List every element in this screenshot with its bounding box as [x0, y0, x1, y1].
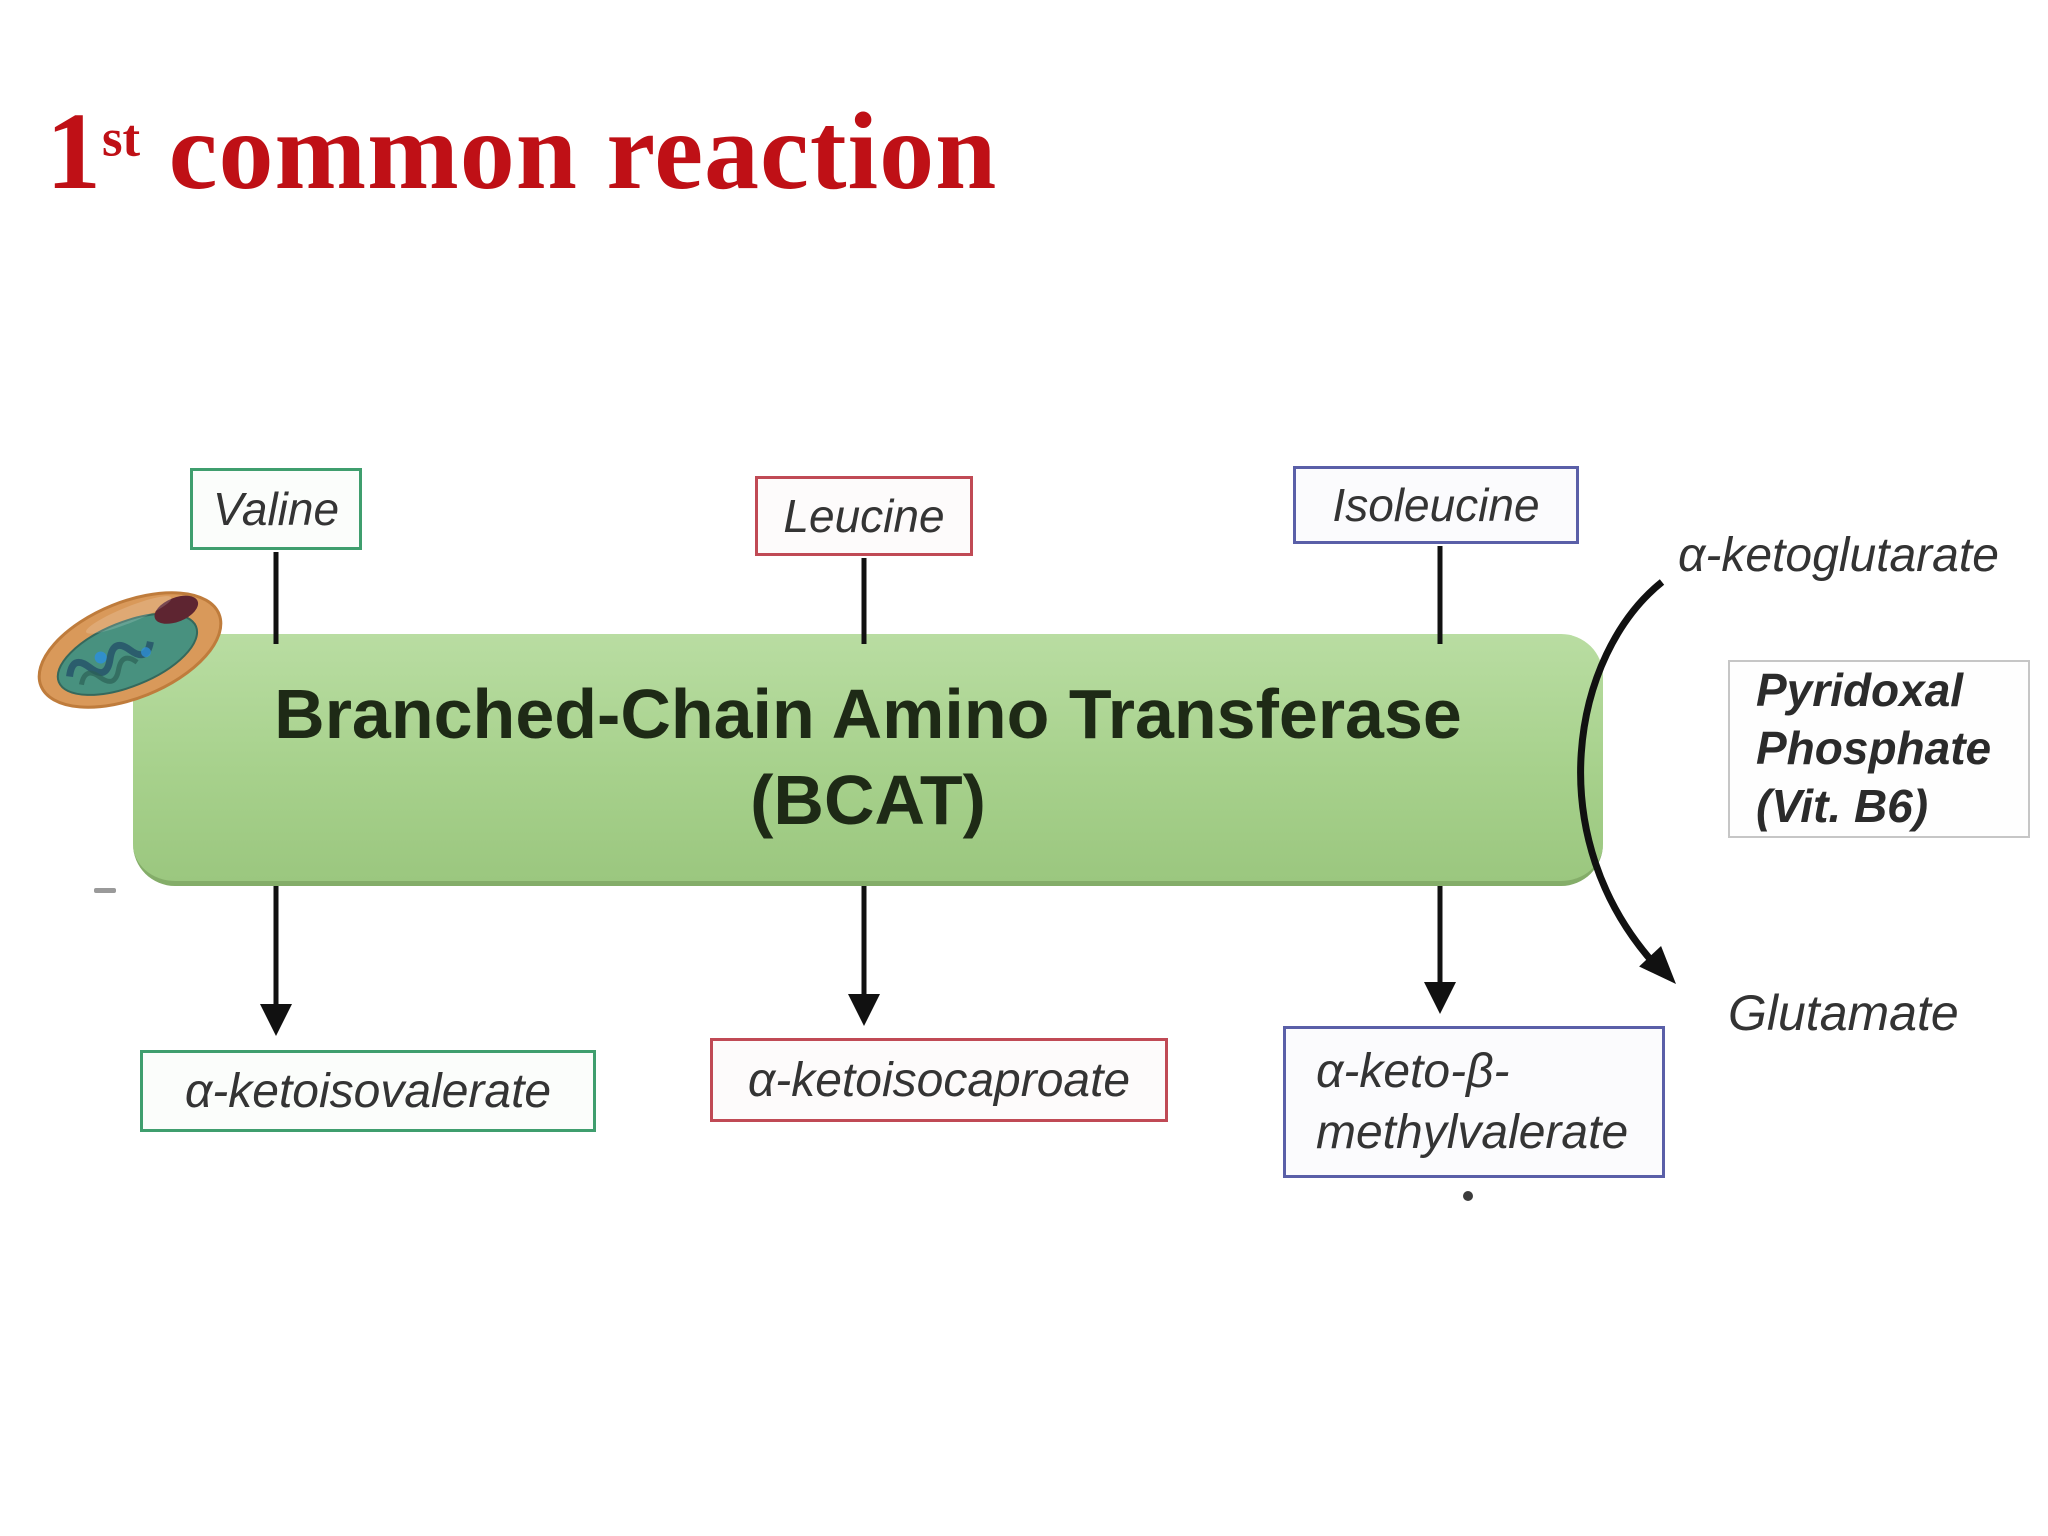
substrate-box-valine: Valine — [190, 468, 362, 550]
arrowhead-icon — [1639, 945, 1676, 984]
product-box-ketoisovalerate: α-ketoisovalerate — [140, 1050, 596, 1132]
product-box-ketomethylvalerate: α-keto-β- methylvalerate — [1283, 1026, 1665, 1178]
enzyme-name-line2: (BCAT) — [750, 760, 986, 839]
arrow-down-ketoisovalerate — [260, 886, 292, 1036]
product-label-ketoisovalerate: α-ketoisovalerate — [184, 1064, 552, 1118]
cofactor-line2: Phosphate — [1756, 722, 1992, 775]
arrow-down-ketoisocaproate — [848, 886, 880, 1026]
title-number: 1 — [46, 90, 102, 212]
alpha-ketoglutarate-label: α-ketoglutarate — [1678, 529, 1999, 582]
product-box-ketoisocaproate: α-ketoisocaproate — [710, 1038, 1168, 1122]
cofactor-line3: (Vit. B6) — [1756, 779, 1929, 832]
arrowhead-icon — [1424, 982, 1456, 1014]
glutamate-label: Glutamate — [1728, 985, 1959, 1041]
enzyme-box: Branched-Chain Amino Transferase (BCAT) — [133, 634, 1603, 886]
title-text: common reaction — [140, 90, 998, 212]
enzyme-name-line1: Branched-Chain Amino Transferase — [274, 675, 1462, 754]
arrowhead-icon — [848, 994, 880, 1026]
substrate-label-isoleucine: Isoleucine — [1332, 479, 1540, 531]
cofactor-line1: Pyridoxal — [1756, 664, 1964, 717]
substrate-label-leucine: Leucine — [783, 490, 945, 542]
stray-dash-mark — [94, 888, 116, 893]
page-title: 1st common reaction — [46, 88, 997, 215]
substrate-label-valine: Valine — [212, 483, 340, 535]
stray-dot-mark — [1463, 1191, 1473, 1201]
product-label-ketoisocaproate: α-ketoisocaproate — [747, 1053, 1131, 1107]
cofactor-box: Pyridoxal Phosphate (Vit. B6) — [1728, 660, 2030, 838]
product-label-ketomethylvalerate-line1: α-keto-β- — [1316, 1044, 1510, 1098]
substrate-box-leucine: Leucine — [755, 476, 973, 556]
arrowhead-icon — [260, 1004, 292, 1036]
product-label-ketomethylvalerate-line2: methylvalerate — [1316, 1106, 1629, 1159]
title-ordinal-suffix: st — [102, 109, 141, 168]
substrate-box-isoleucine: Isoleucine — [1293, 466, 1579, 544]
arrow-down-ketomethylvalerate — [1424, 886, 1456, 1014]
